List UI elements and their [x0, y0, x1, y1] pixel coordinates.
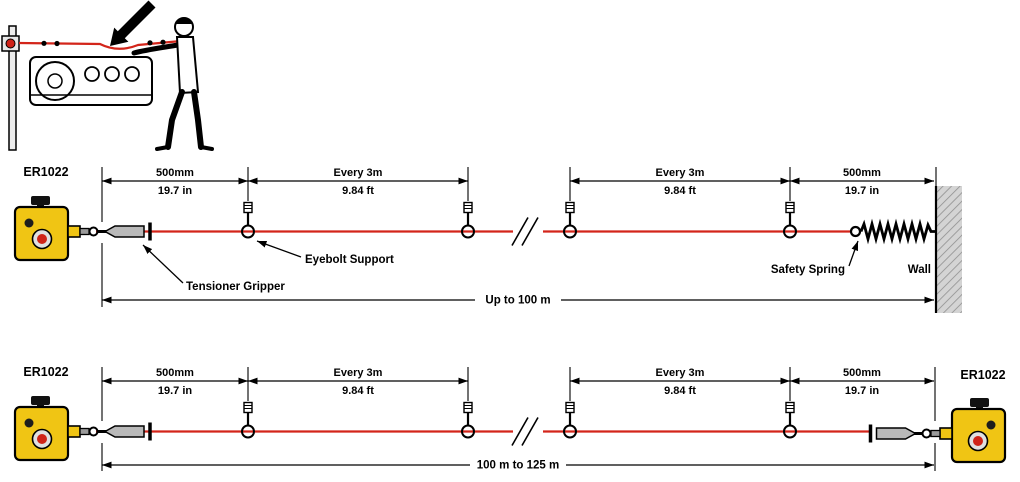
tensioner-gripper-label: Tensioner Gripper	[186, 281, 285, 293]
dim-label: 19.7 in	[158, 185, 193, 197]
dim-label: 9.84 ft	[342, 385, 374, 397]
callouts-top: Eyebolt Support Tensioner Gripper Safety…	[142, 240, 931, 293]
er1022-switch	[13, 394, 99, 462]
dim-label: Every 3m	[334, 167, 383, 179]
dim-label: 9.84 ft	[664, 185, 696, 197]
rope-break-icon	[511, 416, 539, 447]
dim-label: Every 3m	[656, 367, 705, 379]
dimension-row-top: 500mm 19.7 in Every 3m 9.84 ft Every 3m …	[102, 167, 934, 197]
spring-hook	[849, 225, 862, 238]
eyebolt-support-label: Eyebolt Support	[305, 254, 394, 266]
span-label-bottom: 100 m to 125 m	[477, 460, 559, 472]
pull-direction-arrow-icon	[110, 0, 156, 46]
safety-spring-icon	[859, 218, 935, 245]
tensioner-gripper-icon	[95, 220, 152, 243]
device-label-top: ER1022	[23, 165, 68, 179]
bottom-installation-diagram: ER1022 ER1022 500mm 19.7 in Every 3m 9.8…	[13, 365, 1007, 472]
dim-label: 500mm	[156, 367, 194, 379]
dim-label: Every 3m	[656, 167, 705, 179]
device-label-bottom-left: ER1022	[23, 365, 68, 379]
rope-pull-illustration	[1, 0, 214, 151]
illustration-rope	[18, 38, 193, 50]
dim-label: 19.7 in	[845, 385, 880, 397]
device-label-bottom-right: ER1022	[960, 368, 1005, 382]
tensioner-gripper-icon	[95, 420, 152, 443]
extension-lines-top	[101, 167, 937, 222]
emergency-button-icon	[5, 38, 16, 49]
mounting-post	[8, 25, 17, 151]
span-dimension-top: Up to 100 m	[101, 243, 934, 307]
top-installation-diagram: ER1022 500mm 19.7 in Every 3m 9.84 ft Ev…	[13, 165, 962, 313]
rope-break-icon	[511, 216, 539, 247]
extension-lines-bottom	[101, 367, 936, 421]
dim-label: 19.7 in	[845, 185, 880, 197]
dimension-row-bottom: 500mm 19.7 in Every 3m 9.84 ft Every 3m …	[102, 367, 934, 397]
dim-label: Every 3m	[334, 367, 383, 379]
machine-body	[29, 56, 153, 106]
dim-label: 500mm	[843, 167, 881, 179]
dim-label: 500mm	[843, 367, 881, 379]
tensioner-gripper-icon	[868, 422, 926, 445]
span-label-top: Up to 100 m	[485, 295, 550, 307]
wall-label: Wall	[908, 264, 931, 276]
er1022-switch	[13, 194, 99, 262]
dim-label: 9.84 ft	[342, 185, 374, 197]
safety-spring-label: Safety Spring	[771, 264, 845, 276]
dim-label: 9.84 ft	[664, 385, 696, 397]
rope-clamps	[41, 39, 166, 47]
wall-section	[934, 186, 962, 313]
worker-figure	[131, 17, 214, 151]
dim-label: 19.7 in	[158, 385, 193, 397]
span-dimension-bottom: 100 m to 125 m	[101, 443, 936, 472]
dim-label: 500mm	[156, 167, 194, 179]
